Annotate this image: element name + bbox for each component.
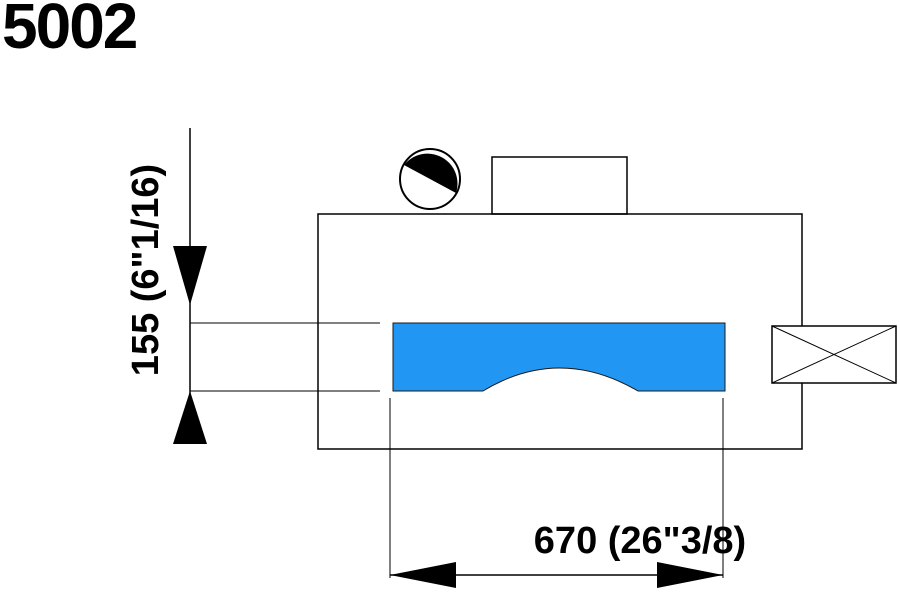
width-dimension-label: 670 (26"3/8) xyxy=(534,520,746,562)
cutout-shape xyxy=(392,322,726,392)
height-dimension-label: 155 (6"1/16) xyxy=(125,164,167,376)
model-code-title: 5002 xyxy=(2,0,138,62)
height-arrow-down xyxy=(173,246,207,305)
side-connector-box xyxy=(771,325,897,384)
width-arrow-right xyxy=(657,562,723,588)
height-arrow-up xyxy=(173,391,207,444)
gauge-icon xyxy=(399,148,461,210)
width-arrow-left xyxy=(390,562,456,588)
top-box xyxy=(491,156,628,215)
